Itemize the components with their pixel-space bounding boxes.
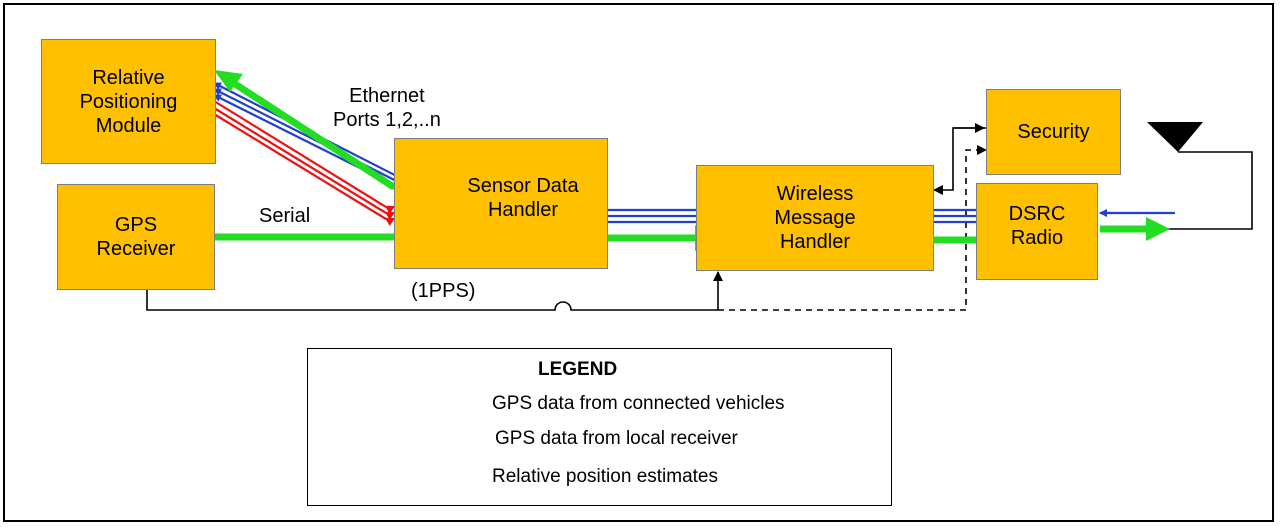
dsrc-radio-box: DSRC Radio xyxy=(976,183,1098,280)
ethernet-ports-label: Ethernet Ports 1,2,..n xyxy=(333,85,441,131)
security-label: Security xyxy=(1017,121,1090,143)
wireless-message-handler-box: Wireless Message Handler xyxy=(696,165,934,271)
legend-box: LEGEND GPS data from connected vehicles … xyxy=(307,348,892,506)
legend-item-gps-connected: GPS data from connected vehicles xyxy=(492,393,785,414)
antenna-cable xyxy=(1168,151,1253,230)
dsrc-radio-label: DSRC Radio xyxy=(1008,202,1066,249)
security-box: Security xyxy=(986,89,1121,175)
gps-receiver-box: GPS Receiver xyxy=(57,184,215,290)
pps-label: (1PPS) xyxy=(411,280,476,302)
sensor-data-handler-label: Sensor Data Handler xyxy=(467,174,579,221)
pps-line xyxy=(146,270,723,311)
legend-title: LEGEND xyxy=(538,359,618,380)
relative-positioning-module-box: Relative Positioning Module xyxy=(41,39,216,164)
security-wmh-line xyxy=(933,127,986,195)
legend-item-relative-position: Relative position estimates xyxy=(492,466,718,487)
pps-security-dashed-line xyxy=(718,145,987,311)
gps-receiver-label: GPS Receiver xyxy=(96,214,176,260)
relative-positioning-module-label: Relative Positioning Module xyxy=(79,66,178,137)
serial-label: Serial xyxy=(259,205,311,227)
antenna-icon xyxy=(1147,122,1203,152)
wireless-message-handler-label: Wireless Message Handler xyxy=(774,183,856,253)
legend-item-gps-local: GPS data from local receiver xyxy=(495,428,738,449)
sensor-data-handler-box: Sensor Data Handler xyxy=(394,138,608,269)
diagram-frame xyxy=(3,3,1274,522)
